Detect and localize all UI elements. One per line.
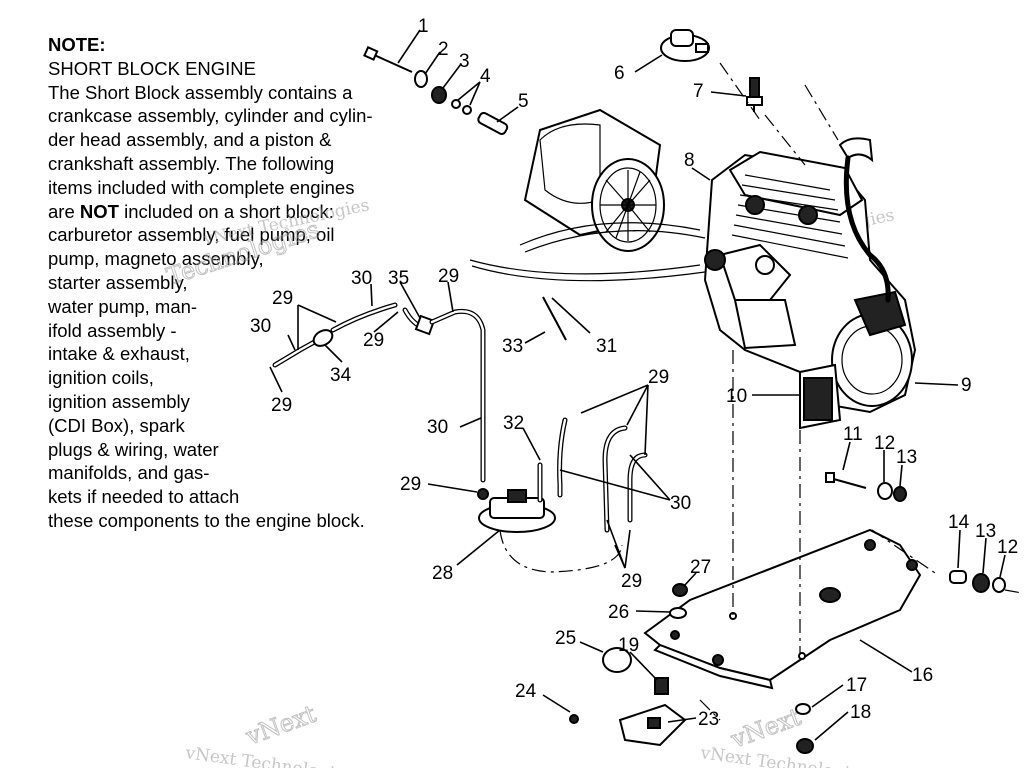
note-line: crankshaft assembly. The following (48, 152, 335, 174)
callout-3: 3 (459, 51, 470, 72)
note-are-prefix: are (48, 200, 80, 222)
callout-16: 16 (912, 665, 933, 686)
callout-1: 1 (418, 16, 429, 37)
hardware (569, 472, 1006, 754)
alignment-lines (699, 62, 1023, 721)
callout-2: 2 (438, 39, 449, 60)
note-line: ifold assembly - (48, 319, 177, 341)
callout-30: 30 (250, 316, 271, 337)
watermark: vNext Technologies (183, 743, 354, 768)
callout-35: 35 (388, 268, 409, 289)
fuel-cap (660, 29, 710, 62)
callout-34: 34 (330, 365, 352, 386)
watermark: vNext (242, 700, 320, 751)
note-not-word: NOT (79, 200, 119, 222)
note-are-suffix: included on a short block: (118, 200, 334, 222)
note-line: ignition coils, (48, 367, 154, 389)
callout-10: 10 (726, 386, 747, 407)
callout-33: 33 (502, 336, 523, 357)
note-line: The Short Block assembly contains a (48, 81, 353, 103)
note-heading: NOTE: (48, 34, 106, 55)
note-line: (CDI Box), spark (48, 414, 185, 436)
callout-13b: 13 (975, 521, 996, 542)
callout-30: 30 (351, 268, 372, 289)
callout-19: 19 (618, 635, 639, 656)
note-line: carburetor assembly, fuel pump, oil (48, 224, 335, 246)
note-line: manifolds, and gas- (48, 462, 210, 484)
callout-29: 29 (438, 266, 459, 287)
callout-6: 6 (614, 63, 625, 84)
wire-harness (469, 222, 706, 341)
callout-17: 17 (846, 675, 867, 696)
note-text-block: NOTE: SHORT BLOCK ENGINE The Short Block… (48, 33, 428, 533)
note-line: water pump, man- (48, 295, 198, 317)
bolt-assembly (363, 45, 509, 135)
callout-29: 29 (363, 330, 384, 351)
spark-plug (746, 77, 763, 112)
note-line: items included with complete engines (48, 176, 355, 198)
callout-26: 26 (608, 602, 629, 623)
callout-30: 30 (427, 417, 448, 438)
callout-31: 31 (596, 336, 617, 357)
recoil-starter (523, 108, 665, 252)
note-line: SHORT BLOCK ENGINE (48, 57, 257, 79)
callout-7: 7 (693, 81, 704, 102)
callout-labels: 1 2 3 4 5 6 7 8 9 10 11 12 13 14 13 12 1… (250, 16, 1018, 730)
callout-32: 32 (503, 413, 524, 434)
note-line: plugs & wiring, water (48, 438, 219, 460)
callout-24: 24 (515, 681, 537, 702)
watermark: vNext (727, 703, 805, 754)
note-line: intake & exhaust, (48, 343, 190, 365)
callout-9: 9 (961, 375, 972, 396)
note-line: der head assembly, and a piston & (48, 129, 332, 151)
note-line: these components to the engine block. (48, 509, 365, 531)
callout-23: 23 (698, 709, 719, 730)
callout-25: 25 (555, 628, 576, 649)
leader-lines (269, 29, 1006, 741)
callout-8: 8 (684, 150, 695, 171)
callout-27: 27 (690, 557, 711, 578)
callout-30: 30 (670, 493, 691, 514)
mounting-plate (643, 528, 922, 690)
fuel-line-assembly (272, 302, 489, 500)
callout-5: 5 (518, 91, 529, 112)
callout-4: 4 (480, 66, 491, 87)
watermark: vNext Technologies (698, 743, 869, 768)
callout-29: 29 (271, 395, 292, 416)
note-line-not: are NOT included on a short block: (48, 200, 428, 224)
callout-12b: 12 (997, 537, 1018, 558)
callout-12: 12 (874, 433, 895, 454)
callout-18: 18 (850, 702, 871, 723)
callout-29: 29 (648, 367, 669, 388)
note-line: pump, magneto assembly, (48, 248, 264, 270)
pump-hoses (537, 417, 648, 533)
callout-11: 11 (843, 424, 863, 445)
callout-29: 29 (400, 474, 421, 495)
callout-13: 13 (896, 447, 917, 468)
fuel-pump (478, 489, 623, 573)
note-line: crankcase assembly, cylinder and cylin- (48, 105, 373, 127)
engine-block (703, 137, 917, 430)
callout-14: 14 (948, 512, 970, 533)
note-line: starter assembly, (48, 271, 188, 293)
callout-28: 28 (432, 563, 453, 584)
callout-29: 29 (621, 571, 642, 592)
note-line: ignition assembly (48, 390, 190, 412)
callout-29: 29 (272, 288, 293, 309)
note-line: kets if needed to attach (48, 486, 240, 508)
